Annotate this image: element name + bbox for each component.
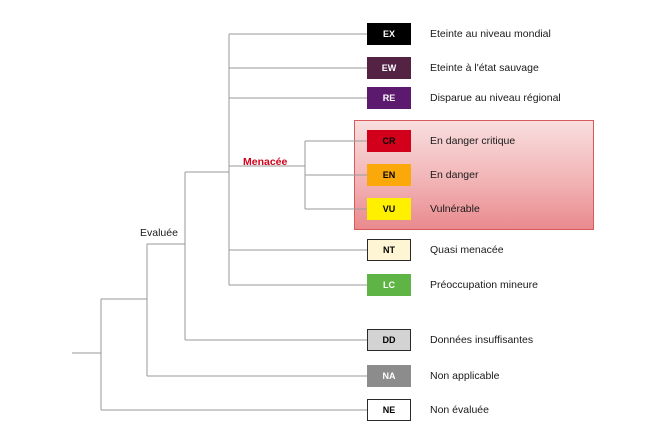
category-code-nt: NT [367, 239, 411, 261]
category-label-cr: En danger critique [430, 135, 516, 147]
category-code-vu: VU [367, 198, 411, 220]
category-code-na: NA [367, 365, 411, 387]
category-code-dd: DD [367, 329, 411, 351]
evaluated-group-label: Evaluée [140, 227, 178, 239]
tree-evaluated-branch [146, 243, 367, 377]
category-code-en: EN [367, 164, 411, 186]
category-label-na: Non applicable [430, 370, 500, 382]
category-label-en: En danger [430, 169, 479, 181]
category-label-nt: Quasi menacée [430, 244, 504, 256]
category-code-re: RE [367, 87, 411, 109]
category-label-dd: Données insuffisantes [430, 334, 534, 346]
tree-category-branch [228, 33, 367, 286]
category-label-lc: Préoccupation mineure [430, 279, 538, 291]
category-code-ne: NE [367, 399, 411, 421]
category-code-ew: EW [367, 57, 411, 79]
tree-threatened-branch [304, 140, 367, 210]
category-label-re: Disparue au niveau régional [430, 92, 561, 104]
category-code-cr: CR [367, 130, 411, 152]
category-label-ew: Eteinte à l'état sauvage [430, 62, 539, 74]
category-label-ex: Eteinte au niveau mondial [430, 28, 551, 40]
threatened-group-label: Menacée [243, 156, 288, 168]
tree-assessed-branch [184, 171, 367, 341]
category-label-ne: Non évaluée [430, 404, 489, 416]
category-code-ex: EX [367, 23, 411, 45]
category-code-lc: LC [367, 274, 411, 296]
tree-root-branch [72, 298, 367, 411]
category-label-vu: Vulnérable [430, 203, 480, 215]
